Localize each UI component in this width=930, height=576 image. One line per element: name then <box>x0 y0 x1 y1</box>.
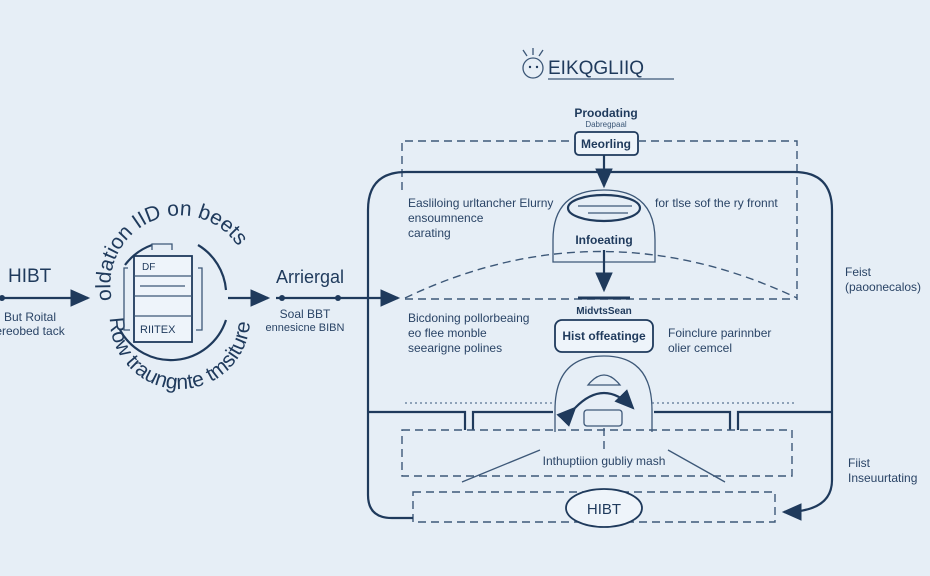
left-title: HIBT <box>8 266 52 287</box>
left-caption-2: ereobed tack <box>0 324 66 338</box>
hibt-node-label: HIBT <box>587 501 621 518</box>
stack-top-label: DF <box>142 262 155 273</box>
main-frame <box>366 170 834 410</box>
middle-left-text-3: seearigne polines <box>408 341 502 355</box>
middle-left-text-2: eo flee monble <box>408 326 487 340</box>
connector-title: Arriergal <box>276 267 344 287</box>
right-lower-label-1: Fiist <box>848 456 871 470</box>
middle-left-text-1: Bicdoning pollorbeaing <box>408 311 529 325</box>
sun-face-icon <box>522 48 544 79</box>
upper-left-text-1: Easliloing urltancher Elurny <box>408 196 553 210</box>
hibt-node[interactable] <box>565 488 643 528</box>
bottom-section <box>401 429 793 477</box>
upper-left-text-3: carating <box>408 226 451 240</box>
left-caption-1: But Roital <box>4 310 56 324</box>
stack-bottom-label: RIITEX <box>140 324 176 336</box>
bottom-label: Inthuptiion gubliy mash <box>543 454 666 468</box>
logo: EIKQGLIIQ <box>522 48 674 80</box>
right-lower-label-2: Inseuurtating <box>848 471 917 485</box>
upper-dome <box>552 189 656 263</box>
top-subheading: Dabregpaal <box>585 120 627 129</box>
upper-right-text: for tlse sof the ry fronnt <box>655 196 778 210</box>
meorling-box[interactable] <box>574 131 639 156</box>
process-circle <box>119 243 228 362</box>
right-upper-label-2: (paoonecalos) <box>845 280 921 294</box>
stack-icon: DF RIITEX <box>123 243 203 343</box>
dome-label: Infoeating <box>575 233 632 247</box>
logo-text: EIKQGLIIQ <box>548 58 644 79</box>
lower-dome <box>554 355 653 432</box>
hist-label: Hist offeatinge <box>562 329 646 343</box>
top-heading: Proodating <box>574 106 637 120</box>
middle-right-text-1: Foinclure parinnber <box>668 326 771 340</box>
middle-right-text-2: olier cemcel <box>668 341 732 355</box>
upper-left-text-2: ensoumnence <box>408 211 484 225</box>
meorling-label: Meorling <box>581 137 631 151</box>
hist-box[interactable] <box>554 319 654 353</box>
connector-caption-1: Soal BBT <box>280 307 331 321</box>
middle-heading: MidvtsSean <box>576 306 632 317</box>
connector-caption-2: ennesicne BIBN <box>266 322 345 334</box>
right-upper-label-1: Feist <box>845 265 872 279</box>
